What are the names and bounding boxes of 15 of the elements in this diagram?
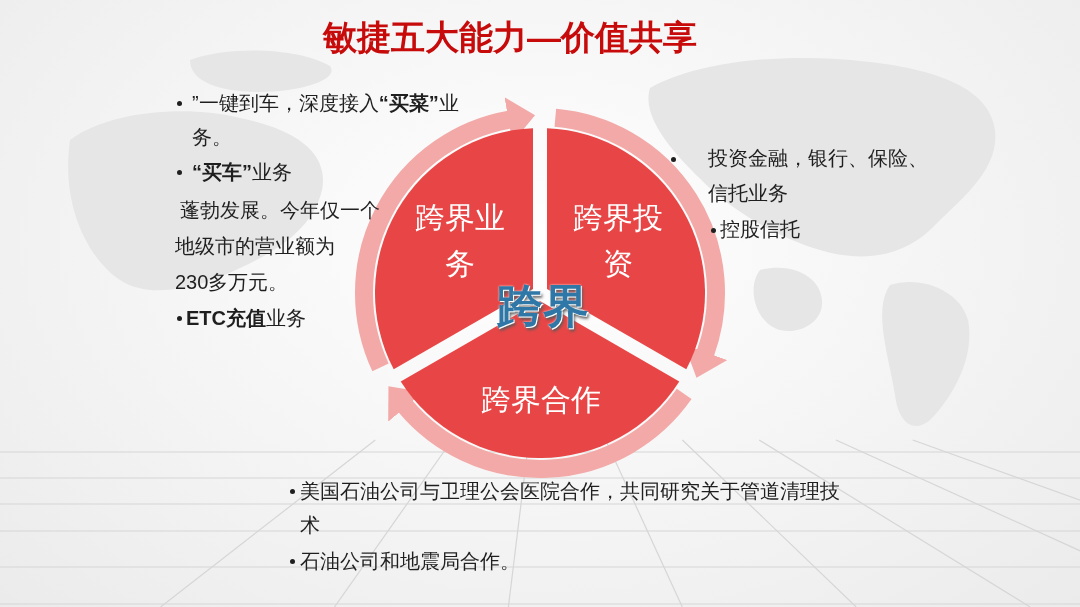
bullet-text: 投资金融，银行、保险、信托业务 xyxy=(708,146,929,206)
bullet-text: ETC充值业务 xyxy=(186,306,307,331)
cycle-arrow xyxy=(554,108,728,379)
bullet-text: “买车”业务 xyxy=(192,160,293,185)
bullet-text: 石油公司和地震局合作。 xyxy=(300,549,521,574)
bullet-text: 美国石油公司与卫理公会医院合作，共同研究关于管道清理技术 xyxy=(300,479,841,538)
sector-label: 跨界投资 xyxy=(572,200,664,282)
slide-title: 敏捷五大能力—价值共享 xyxy=(321,17,698,58)
sector-label: 跨界合作 xyxy=(480,382,602,418)
cycle-arrow xyxy=(355,97,535,371)
bullet-text: ”一键到车，深度接入“买菜”业务。 xyxy=(192,91,460,150)
cycle-arrow xyxy=(387,387,692,478)
sector-label: 跨界业务 xyxy=(414,200,506,282)
bullet-text: 控股信托 xyxy=(720,217,801,242)
body-text: 蓬勃发展。今年仅一个地级市的营业额为230多万元。 xyxy=(175,198,381,295)
